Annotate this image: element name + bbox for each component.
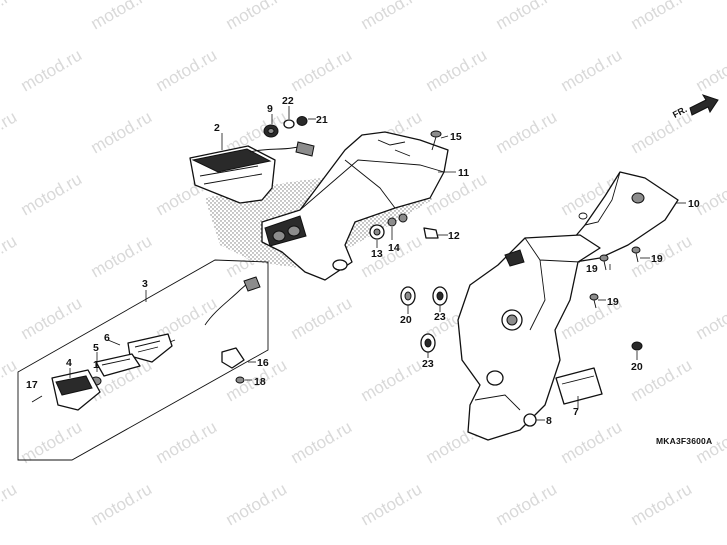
tail-light-assembly bbox=[189, 141, 315, 204]
callout-21: 21 bbox=[316, 114, 328, 126]
watermark-text: motod.ru bbox=[288, 293, 356, 343]
callout-4: 4 bbox=[66, 357, 72, 369]
screw-17 bbox=[31, 395, 43, 403]
watermark-text: motod.ru bbox=[358, 231, 426, 281]
callout-14: 14 bbox=[388, 242, 400, 254]
callout-22: 22 bbox=[282, 95, 294, 107]
callout-2: 2 bbox=[214, 122, 220, 134]
watermark-text: motod.ru bbox=[88, 107, 156, 157]
callout-20b: 20 bbox=[631, 361, 643, 373]
watermark-text: motod.ru bbox=[358, 479, 426, 529]
callout-labels: 2 9 22 21 15 11 10 12 13 14 3 6 5 4 1 17… bbox=[26, 95, 700, 427]
clamp-set bbox=[221, 347, 245, 384]
callout-23a: 23 bbox=[434, 311, 446, 323]
callout-6: 6 bbox=[104, 332, 110, 344]
reflector bbox=[555, 367, 603, 405]
watermark-text: motod.ru bbox=[88, 0, 156, 33]
watermark-text: motod.ru bbox=[558, 45, 626, 95]
watermark-text: motod.ru bbox=[358, 0, 426, 33]
watermark-text: motod.ru bbox=[693, 45, 727, 95]
watermark-text: motod.ru bbox=[628, 0, 696, 33]
callout-17: 17 bbox=[26, 379, 38, 391]
callout-20: 20 bbox=[400, 314, 412, 326]
callout-13: 13 bbox=[371, 248, 383, 260]
grommet-washer-nut bbox=[263, 116, 308, 138]
watermark-text: motod.ru bbox=[18, 293, 86, 343]
watermark-text: motod.ru bbox=[493, 107, 561, 157]
watermark-text: motod.ru bbox=[358, 355, 426, 405]
watermark-text: motod.ru bbox=[628, 479, 696, 529]
rear-bracket bbox=[567, 171, 679, 263]
callout-18: 18 bbox=[254, 376, 266, 388]
callout-23b: 23 bbox=[422, 358, 434, 370]
watermark-text: motod.ru bbox=[0, 231, 20, 281]
license-light-housing bbox=[51, 369, 101, 411]
diagram-code: MKA3F3600A bbox=[656, 436, 713, 446]
right-bolts bbox=[589, 246, 643, 351]
callout-8: 8 bbox=[546, 415, 552, 427]
callout-19a: 19 bbox=[586, 263, 598, 275]
license-light-box bbox=[17, 259, 269, 461]
callout-7: 7 bbox=[573, 406, 579, 418]
watermark-text: motod.ru bbox=[288, 45, 356, 95]
watermark-text: motod.ru bbox=[423, 45, 491, 95]
watermark-text: motod.ru bbox=[88, 231, 156, 281]
watermark-text: motod.ru bbox=[493, 479, 561, 529]
callout-5: 5 bbox=[93, 342, 99, 354]
watermark-text: motod.ru bbox=[88, 479, 156, 529]
rear-fender-frame bbox=[261, 131, 449, 281]
watermark-text: motod.ru bbox=[18, 45, 86, 95]
callout-3: 3 bbox=[142, 278, 148, 290]
front-direction-arrow-icon bbox=[689, 94, 719, 116]
callout-19b: 19 bbox=[651, 253, 663, 265]
watermark-text: motod.ru bbox=[0, 355, 20, 405]
watermark-text: motod.ru bbox=[558, 417, 626, 467]
watermark-text: motod.ru bbox=[18, 169, 86, 219]
watermark-text: motod.ru bbox=[288, 417, 356, 467]
callout-12: 12 bbox=[448, 230, 460, 242]
watermark-text: motod.ru bbox=[0, 0, 20, 33]
callout-11: 11 bbox=[458, 167, 469, 179]
license-light-lens bbox=[95, 353, 141, 377]
callout-15: 15 bbox=[450, 131, 462, 143]
leader-lines bbox=[69, 106, 686, 421]
watermark-text: motod.ru bbox=[693, 169, 727, 219]
watermark-text: motod.ru bbox=[493, 0, 561, 33]
watermark-text: motod.ru bbox=[223, 479, 291, 529]
wire-harness bbox=[127, 333, 173, 363]
bolt-15 bbox=[430, 130, 442, 151]
watermark-text: motod.ru bbox=[153, 417, 221, 467]
watermark-text: motod.ru bbox=[223, 0, 291, 33]
watermark-text: motod.ru bbox=[0, 107, 20, 157]
callout-9: 9 bbox=[267, 103, 273, 115]
watermark-text: motod.ru bbox=[153, 45, 221, 95]
watermark-text: motod.ru bbox=[693, 293, 727, 343]
callout-10: 10 bbox=[688, 198, 700, 210]
collar-bolt-set bbox=[369, 213, 439, 240]
watermark-text: motod.ru bbox=[628, 107, 696, 157]
plug-8 bbox=[523, 413, 537, 427]
callout-1: 1 bbox=[93, 359, 99, 371]
callout-16: 16 bbox=[257, 357, 269, 369]
watermark-text: motod.ru bbox=[0, 479, 20, 529]
callout-19c: 19 bbox=[607, 296, 619, 308]
